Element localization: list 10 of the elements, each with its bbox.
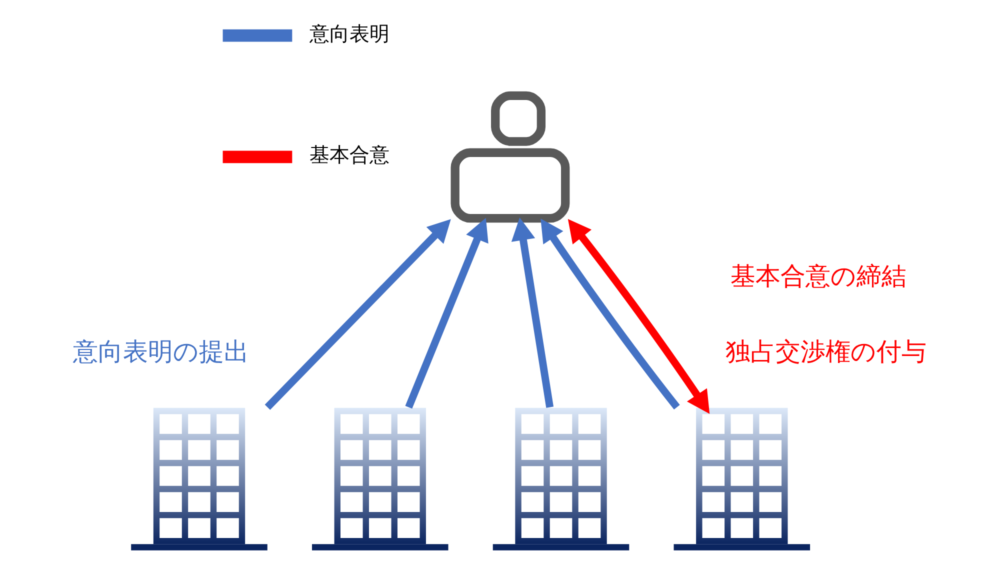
label: 独占交渉権の付与: [726, 337, 927, 366]
arrow: [511, 217, 554, 408]
label: 基本合意の締結: [730, 262, 907, 291]
label: 意向表明の提出: [72, 337, 249, 366]
arrow: [264, 219, 451, 410]
arrow: [568, 219, 710, 414]
arrow: [405, 218, 488, 409]
legend-label: 意向表明: [310, 22, 390, 46]
legend-label: 基本合意: [310, 144, 390, 167]
arrow: [540, 218, 680, 410]
